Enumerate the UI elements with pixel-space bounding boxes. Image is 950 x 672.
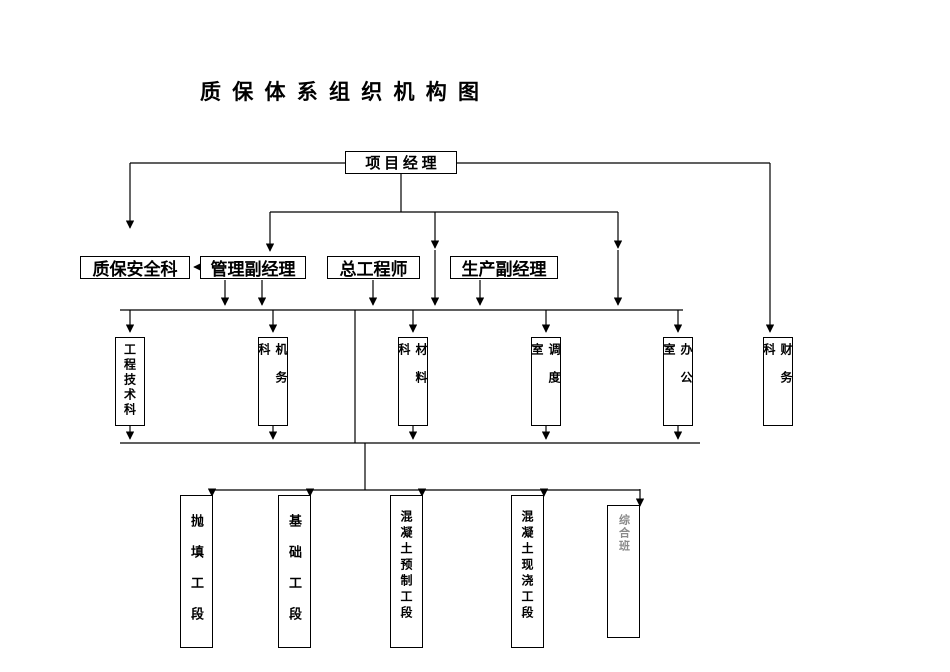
box-general-team: 综合班 [607,505,640,638]
box-label: 材料科 [397,343,428,399]
box-project-manager: 项 目 经 理 [345,151,457,174]
box-management-deputy-manager: 管理副经理 [200,256,306,279]
box-engineering-tech-dept: 工程技术科 [115,337,145,426]
box-throw-fill-section: 抛填工段 [180,495,213,648]
box-label: 财务科 [762,343,793,399]
box-label: 工程技术科 [122,343,137,418]
box-label: 混凝土现浇工段 [520,510,534,622]
box-concrete-precast-section: 混凝土预制工段 [390,495,423,648]
box-label: 抛填工段 [189,514,204,638]
box-label: 综合班 [617,514,630,553]
box-quality-safety-dept: 质保安全科 [80,256,190,279]
box-label: 办公室 [662,343,693,399]
box-label: 混凝土预制工段 [399,510,413,622]
box-label: 机务科 [257,343,288,399]
box-label: 调度室 [530,343,561,399]
box-foundation-section: 基础工段 [278,495,311,648]
box-general-office: 办公室 [662,337,693,426]
box-concrete-cast-section: 混凝土现浇工段 [511,495,544,648]
connectors [120,162,775,507]
box-dispatch-office: 调度室 [530,337,561,426]
box-label: 基础工段 [287,514,302,638]
page-title: 质 保 体 系 组 织 机 构 图 [200,80,482,104]
box-materials-dept: 材料科 [397,337,428,426]
box-machinery-dept: 机务科 [257,337,288,426]
box-chief-engineer: 总工程师 [327,256,420,279]
box-finance-dept: 财务科 [762,337,793,426]
box-production-deputy-manager: 生产副经理 [450,256,558,279]
